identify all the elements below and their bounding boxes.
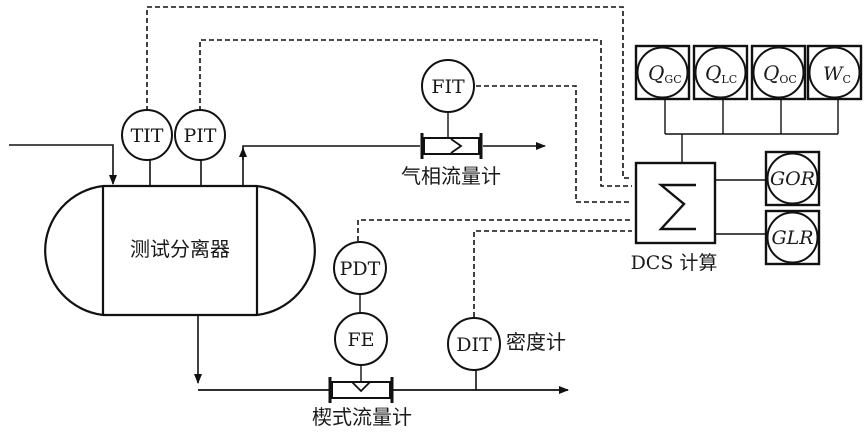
dit-label: DIT [456, 334, 492, 356]
output-qgc[interactable]: QGC [634, 44, 691, 101]
vessel-label: 测试分离器 [130, 237, 230, 261]
wedge-flowmeter-label: 楔式流量计 [312, 405, 412, 429]
wc-main: W [823, 63, 844, 85]
fit-label: FIT [431, 76, 465, 98]
fe-instrument[interactable]: FE [334, 312, 388, 366]
tit-label: TIT [131, 125, 164, 147]
svg-text:QGC: QGC [648, 61, 682, 86]
output-glr[interactable]: GLR [764, 209, 821, 266]
wc-sub: C [843, 73, 851, 86]
output-bus [664, 100, 839, 235]
test-separator [44, 184, 316, 317]
dit-instrument[interactable]: DIT [447, 317, 501, 371]
fit-instrument[interactable]: FIT [421, 59, 475, 113]
signal-line-fit [476, 85, 632, 203]
signal-line-tit [146, 6, 632, 179]
pit-label: PIT [184, 125, 217, 147]
qlc-sub: LC [721, 73, 737, 86]
signal-line-pdt [357, 219, 632, 241]
gas-flowmeter[interactable] [420, 133, 483, 159]
density-meter-label: 密度计 [506, 330, 566, 354]
output-qoc[interactable]: QOC [750, 44, 807, 101]
pdt-instrument[interactable]: PDT [333, 241, 387, 295]
svg-text:QLC: QLC [705, 61, 737, 86]
output-wc[interactable]: WC [806, 44, 863, 101]
inlet-pipe [9, 144, 117, 185]
qoc-main: Q [763, 61, 779, 85]
qgc-main: Q [648, 61, 664, 85]
pit-instrument[interactable]: PIT [174, 109, 226, 161]
signal-lines [146, 6, 632, 317]
pdt-label: PDT [340, 258, 381, 280]
signal-line-pit [199, 39, 632, 187]
qgc-sub: GC [664, 73, 681, 86]
fe-label: FE [347, 329, 374, 351]
gor-label: GOR [770, 168, 815, 190]
qoc-sub: OC [779, 73, 796, 86]
gas-outlet-pipe[interactable] [242, 145, 420, 186]
dcs-label: DCS 计算 [631, 252, 718, 274]
output-qlc[interactable]: QLC [692, 44, 749, 101]
dcs-computer[interactable] [634, 161, 717, 245]
sigma-icon [657, 183, 696, 231]
svg-text:QOC: QOC [763, 61, 797, 86]
tit-instrument[interactable]: TIT [121, 109, 173, 161]
svg-text:WC: WC [823, 63, 851, 86]
glr-label: GLR [771, 227, 813, 249]
signal-line-dit [473, 230, 632, 317]
gas-flowmeter-label: 气相流量计 [401, 164, 501, 188]
output-gor[interactable]: GOR [764, 150, 821, 207]
qlc-main: Q [705, 61, 721, 85]
